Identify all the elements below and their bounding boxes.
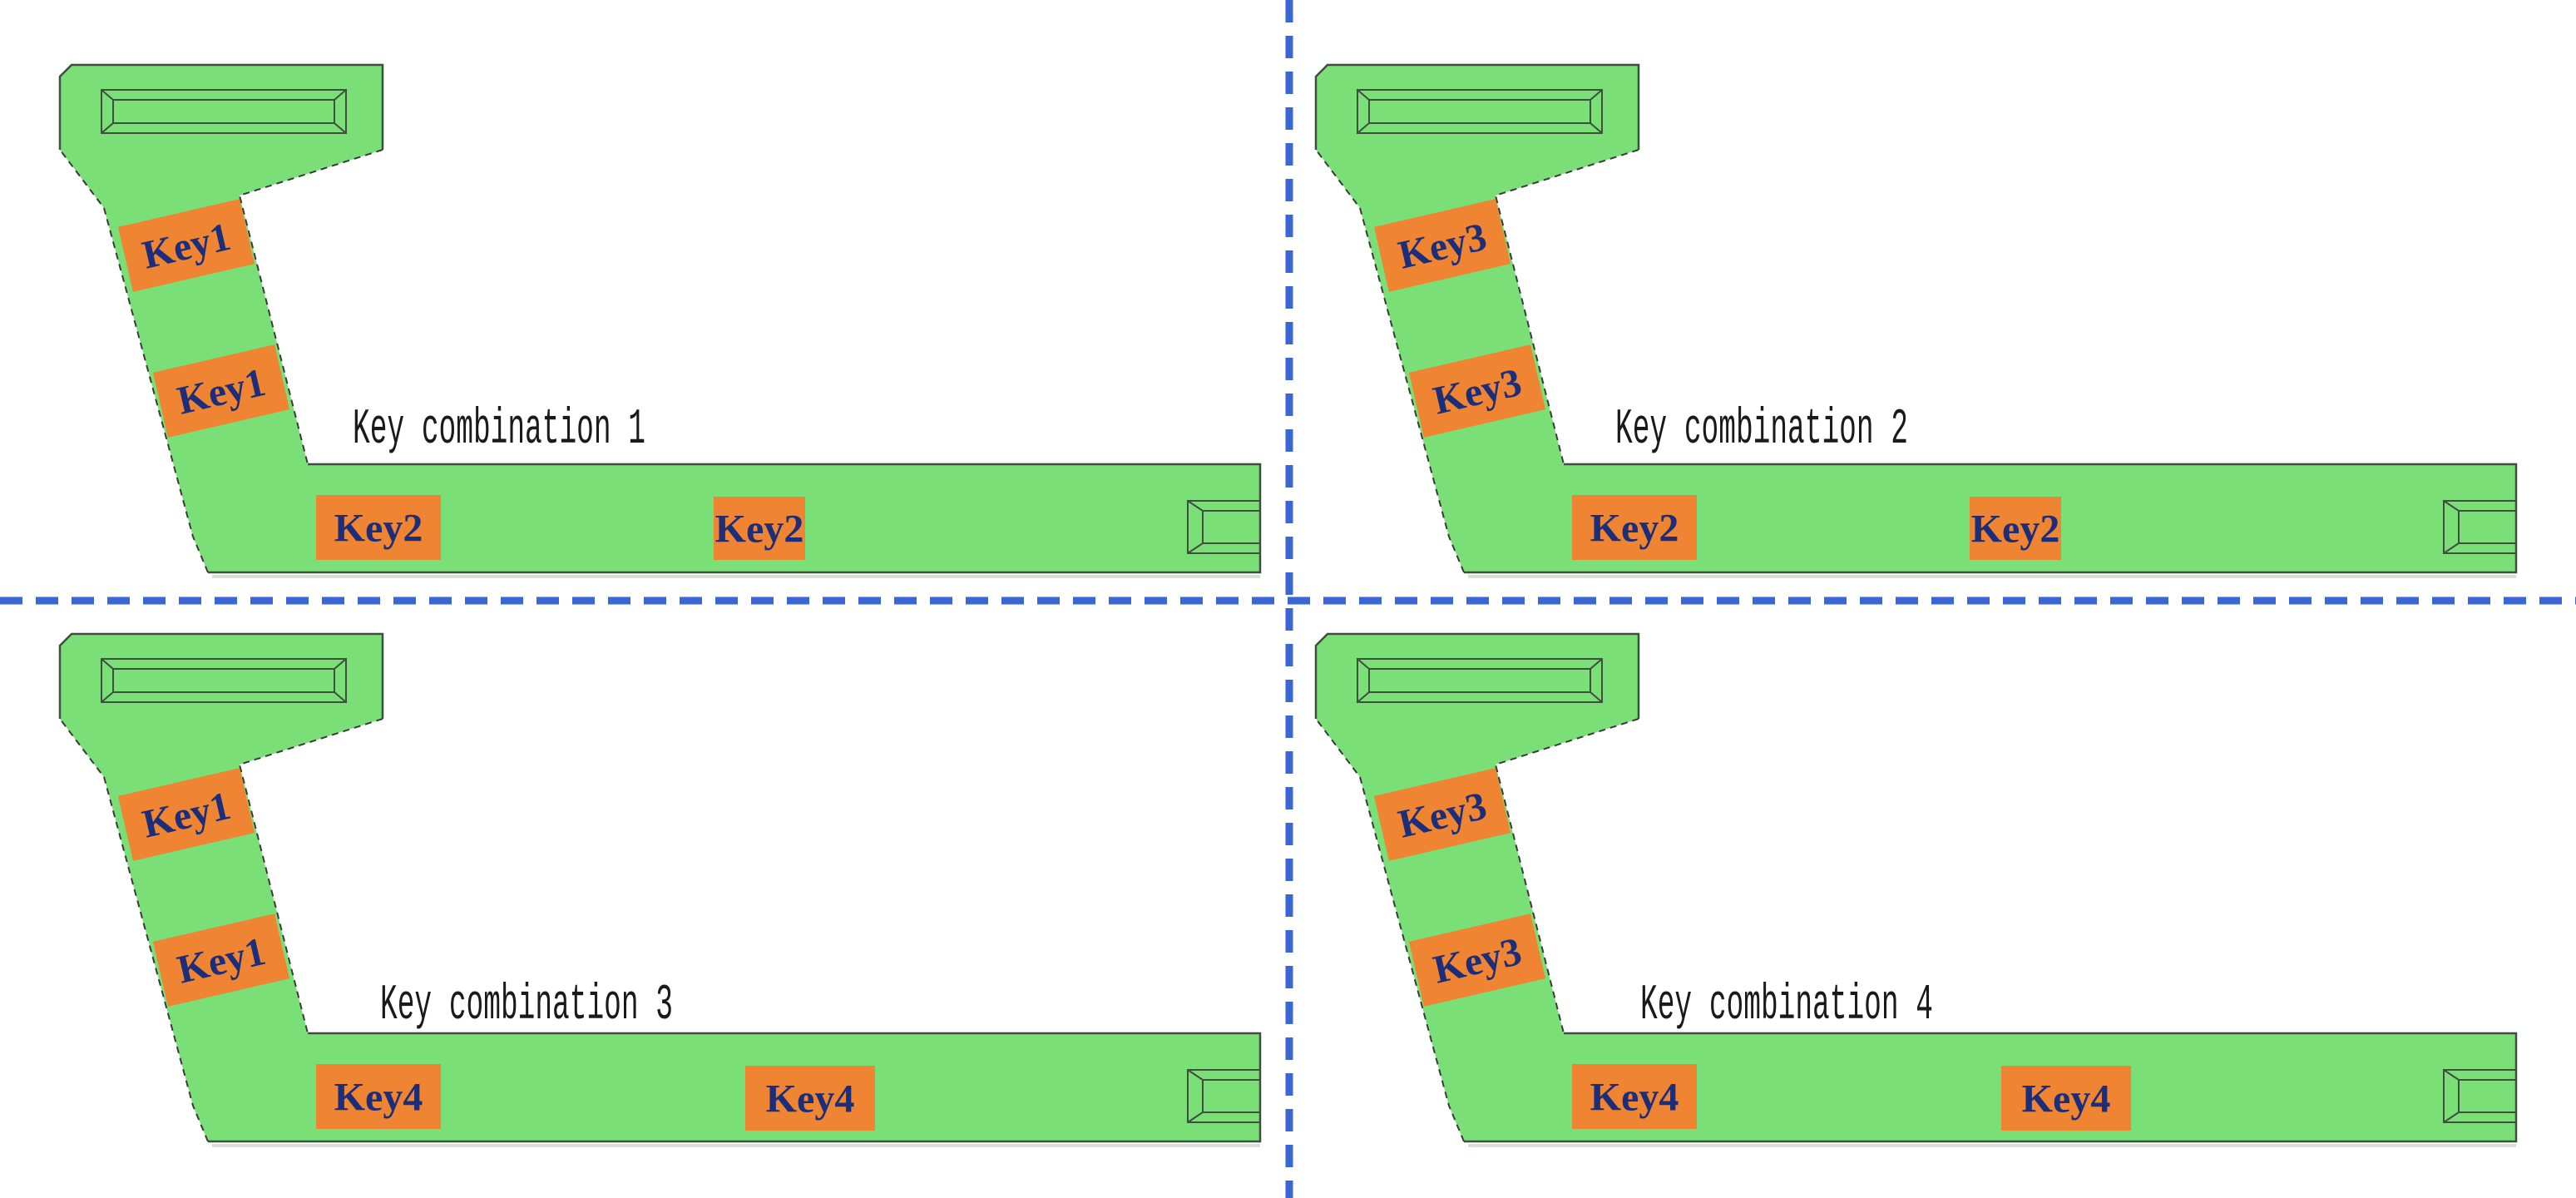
bottom-key: Key2 — [1970, 497, 2061, 560]
bottom-key-label: Key4 — [334, 1075, 423, 1119]
bottom-key-block — [714, 497, 805, 560]
slant-key-block — [117, 768, 255, 861]
slant-key: Key3 — [1373, 199, 1511, 292]
slant-key-block — [1408, 913, 1546, 1007]
slant-key: Key1 — [152, 913, 290, 1007]
bottom-key: Key4 — [2001, 1066, 2131, 1131]
slant-key: Key3 — [1373, 768, 1511, 861]
bottom-key-label: Key4 — [2022, 1077, 2111, 1121]
slant-key-block — [1373, 768, 1511, 861]
bottom-key-label: Key2 — [1971, 507, 2060, 551]
quadrant-3: Key1 Key1 Key4 Key4 Key combination 3 — [58, 632, 1262, 1147]
quadrant-title: Key combination 3 — [380, 978, 673, 1034]
bottom-key: Key4 — [745, 1066, 875, 1131]
bottom-key: Key4 — [316, 1064, 441, 1129]
slant-key-block — [1373, 199, 1511, 292]
slant-key: Key1 — [152, 344, 290, 438]
bottom-key: Key2 — [1572, 495, 1697, 560]
quadrant-4: Key3 Key3 Key4 Key4 Key combination 4 — [1314, 632, 2518, 1147]
bottom-key-label: Key4 — [1590, 1075, 1679, 1119]
slant-key-block — [152, 344, 290, 438]
quadrant-title: Key combination 1 — [353, 402, 645, 458]
quadrant-title: Key combination 2 — [1615, 402, 1908, 458]
slant-key: Key1 — [117, 768, 255, 861]
bottom-key-block — [1572, 1064, 1697, 1129]
quadrant-1: Key1 Key1 Key2 Key2 Key combination 1 — [58, 63, 1262, 578]
slant-key: Key1 — [117, 199, 255, 292]
bottom-key-block — [316, 495, 441, 560]
slant-key-block — [152, 913, 290, 1007]
bottom-key-label: Key4 — [766, 1077, 855, 1121]
bottom-key-label: Key2 — [334, 506, 423, 550]
bottom-key-block — [1572, 495, 1697, 560]
bottom-key: Key2 — [714, 497, 805, 560]
bottom-key-label: Key2 — [1590, 506, 1679, 550]
bottom-key-block — [1970, 497, 2061, 560]
bottom-key: Key4 — [1572, 1064, 1697, 1129]
bottom-key-label: Key2 — [715, 507, 804, 551]
quadrant-title: Key combination 4 — [1640, 978, 1933, 1034]
bottom-key-block — [2001, 1066, 2131, 1131]
slant-key-block — [1408, 344, 1546, 438]
slant-key: Key3 — [1408, 913, 1546, 1007]
bottom-key-block — [316, 1064, 441, 1129]
slant-key: Key3 — [1408, 344, 1546, 438]
bottom-key-block — [745, 1066, 875, 1131]
slant-key-block — [117, 199, 255, 292]
bottom-key: Key2 — [316, 495, 441, 560]
quadrant-2: Key3 Key3 Key2 Key2 Key combination 2 — [1314, 63, 2518, 578]
